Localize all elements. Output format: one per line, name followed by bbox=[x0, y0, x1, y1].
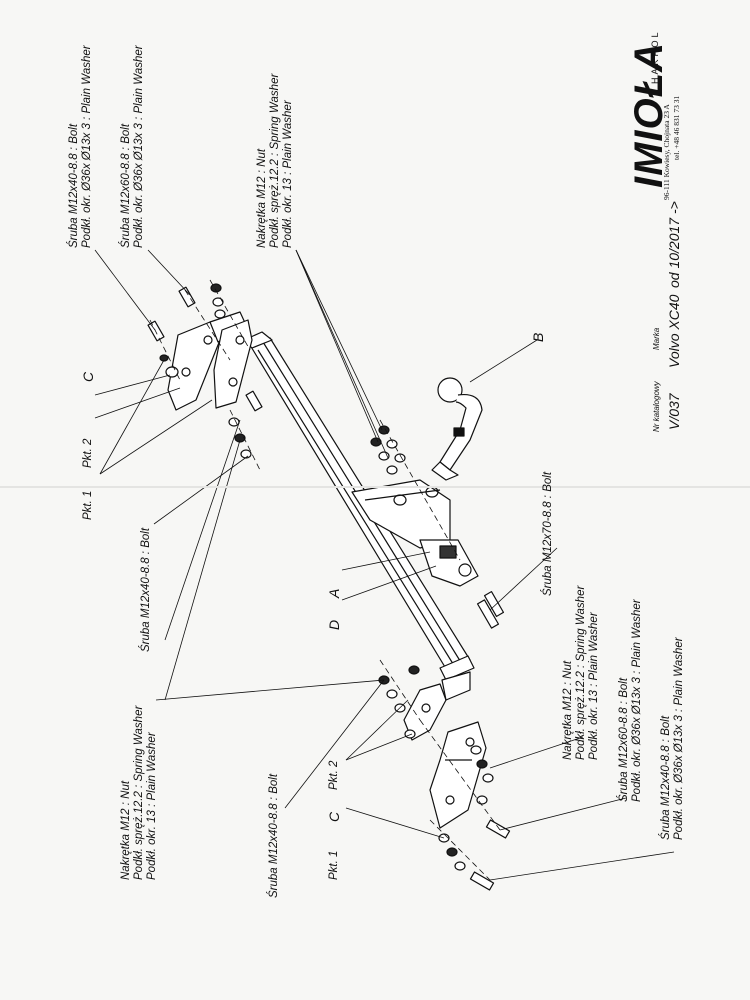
label-bolt-mid: Śruba M12x40-8.8 : Bolt bbox=[140, 527, 152, 652]
label-bolt-70: Śruba M12x70-8.8 : Bolt bbox=[542, 471, 554, 596]
label-line: Podkł. okr. 13 : Plain Washer bbox=[588, 612, 600, 760]
label-line: Śruba M12x60-8.8 : Bolt bbox=[120, 123, 132, 248]
label-pkt1-top: Pkt. 1 bbox=[82, 490, 94, 520]
label-line: Śruba M12x40-8.8 : Bolt bbox=[660, 715, 672, 840]
label-line: Podkł. spręż.12.2 : Spring Washer bbox=[133, 705, 145, 880]
label-line: Podkł. spręż.12.2 : Spring Washer bbox=[269, 73, 281, 248]
tow-ball bbox=[431, 377, 483, 481]
company-phone: tel. +48 46 831 73 31 bbox=[672, 95, 681, 160]
label-line: Nakrętka M12 : Nut bbox=[256, 148, 268, 248]
label-d: D bbox=[326, 619, 342, 630]
label-line: Nakrętka M12 : Nut bbox=[120, 780, 132, 880]
label-pkt1-bottom: Pkt. 1 bbox=[328, 850, 340, 880]
label-c-bottom: C bbox=[326, 811, 342, 822]
label-bottom-bolt-40: Śruba M12x40-8.8 : Bolt Podkł. okr. Ø36x… bbox=[660, 637, 686, 840]
label-line: Nakrętka M12 : Nut bbox=[562, 660, 574, 760]
label-line: Podkł. okr. Ø36x Ø13x 3 : Plain Washer bbox=[631, 599, 643, 802]
label-line: Podkł. okr. Ø36x Ø13x 3 : Plain Washer bbox=[133, 45, 145, 248]
logo-sub: HAKPOL bbox=[650, 29, 660, 84]
label-b: B bbox=[530, 332, 546, 342]
label-line: Podkł. spręż.12.2 : Spring Washer bbox=[575, 585, 587, 760]
label-top-nut: Nakrętka M12 : Nut Podkł. spręż.12.2 : S… bbox=[256, 74, 295, 248]
label-a: A bbox=[326, 588, 342, 598]
top-left-bracket bbox=[167, 311, 247, 411]
label-line: Podkł. okr. Ø36x Ø13x 3 : Plain Washer bbox=[81, 45, 93, 248]
bottom-right-bracket bbox=[429, 721, 487, 829]
company-address: 96-111 Kowiesy, Chojnata 23 A bbox=[662, 104, 671, 200]
label-top-bolt-60: Śruba M12x60-8.8 : Bolt Podkł. okr. Ø36x… bbox=[120, 45, 146, 248]
label-line: Podkł. okr. 13 : Plain Washer bbox=[282, 100, 294, 248]
label-line: Śruba M12x60-8.8 : Bolt bbox=[618, 677, 630, 802]
catalog-number: V/037 bbox=[666, 393, 682, 430]
bottom-left-bracket bbox=[403, 671, 471, 741]
label-top-bolt-40: Śruba M12x40-8.8 : Bolt Podkł. okr. Ø36x… bbox=[68, 45, 94, 248]
page-fold bbox=[0, 486, 750, 488]
catalog-label: Nr katalogowy bbox=[652, 381, 661, 432]
model: Volvo XC40 bbox=[666, 294, 682, 368]
ball-mount-plate bbox=[351, 479, 479, 587]
label-bottom-nut: Nakrętka M12 : Nut Podkł. spręż.12.2 : S… bbox=[562, 586, 601, 760]
leader-lines bbox=[94, 249, 675, 881]
label-line: Podkł. okr. Ø36x Ø13x 3 : Plain Washer bbox=[673, 637, 685, 840]
top-right-bracket bbox=[213, 319, 253, 409]
label-left-nut: Nakrętka M12 : Nut Podkł. spręż.12.2 : S… bbox=[120, 706, 159, 880]
label-line: Śruba M12x40-8.8 : Bolt bbox=[68, 123, 80, 248]
label-c-top: C bbox=[80, 371, 96, 382]
label-bottom-bolt-left: Śruba M12x40-8.8 : Bolt bbox=[268, 773, 280, 898]
label-line: Podkł. okr. 13 : Plain Washer bbox=[146, 732, 158, 880]
label-pkt2-top: Pkt. 2 bbox=[82, 438, 94, 468]
label-bottom-bolt-60: Śruba M12x60-8.8 : Bolt Podkł. okr. Ø36x… bbox=[618, 599, 644, 802]
bolts bbox=[147, 286, 511, 891]
label-pkt2-bottom: Pkt. 2 bbox=[328, 760, 340, 790]
date: od 10/2017 -> bbox=[666, 201, 682, 288]
brand-label: Marka bbox=[652, 327, 661, 350]
